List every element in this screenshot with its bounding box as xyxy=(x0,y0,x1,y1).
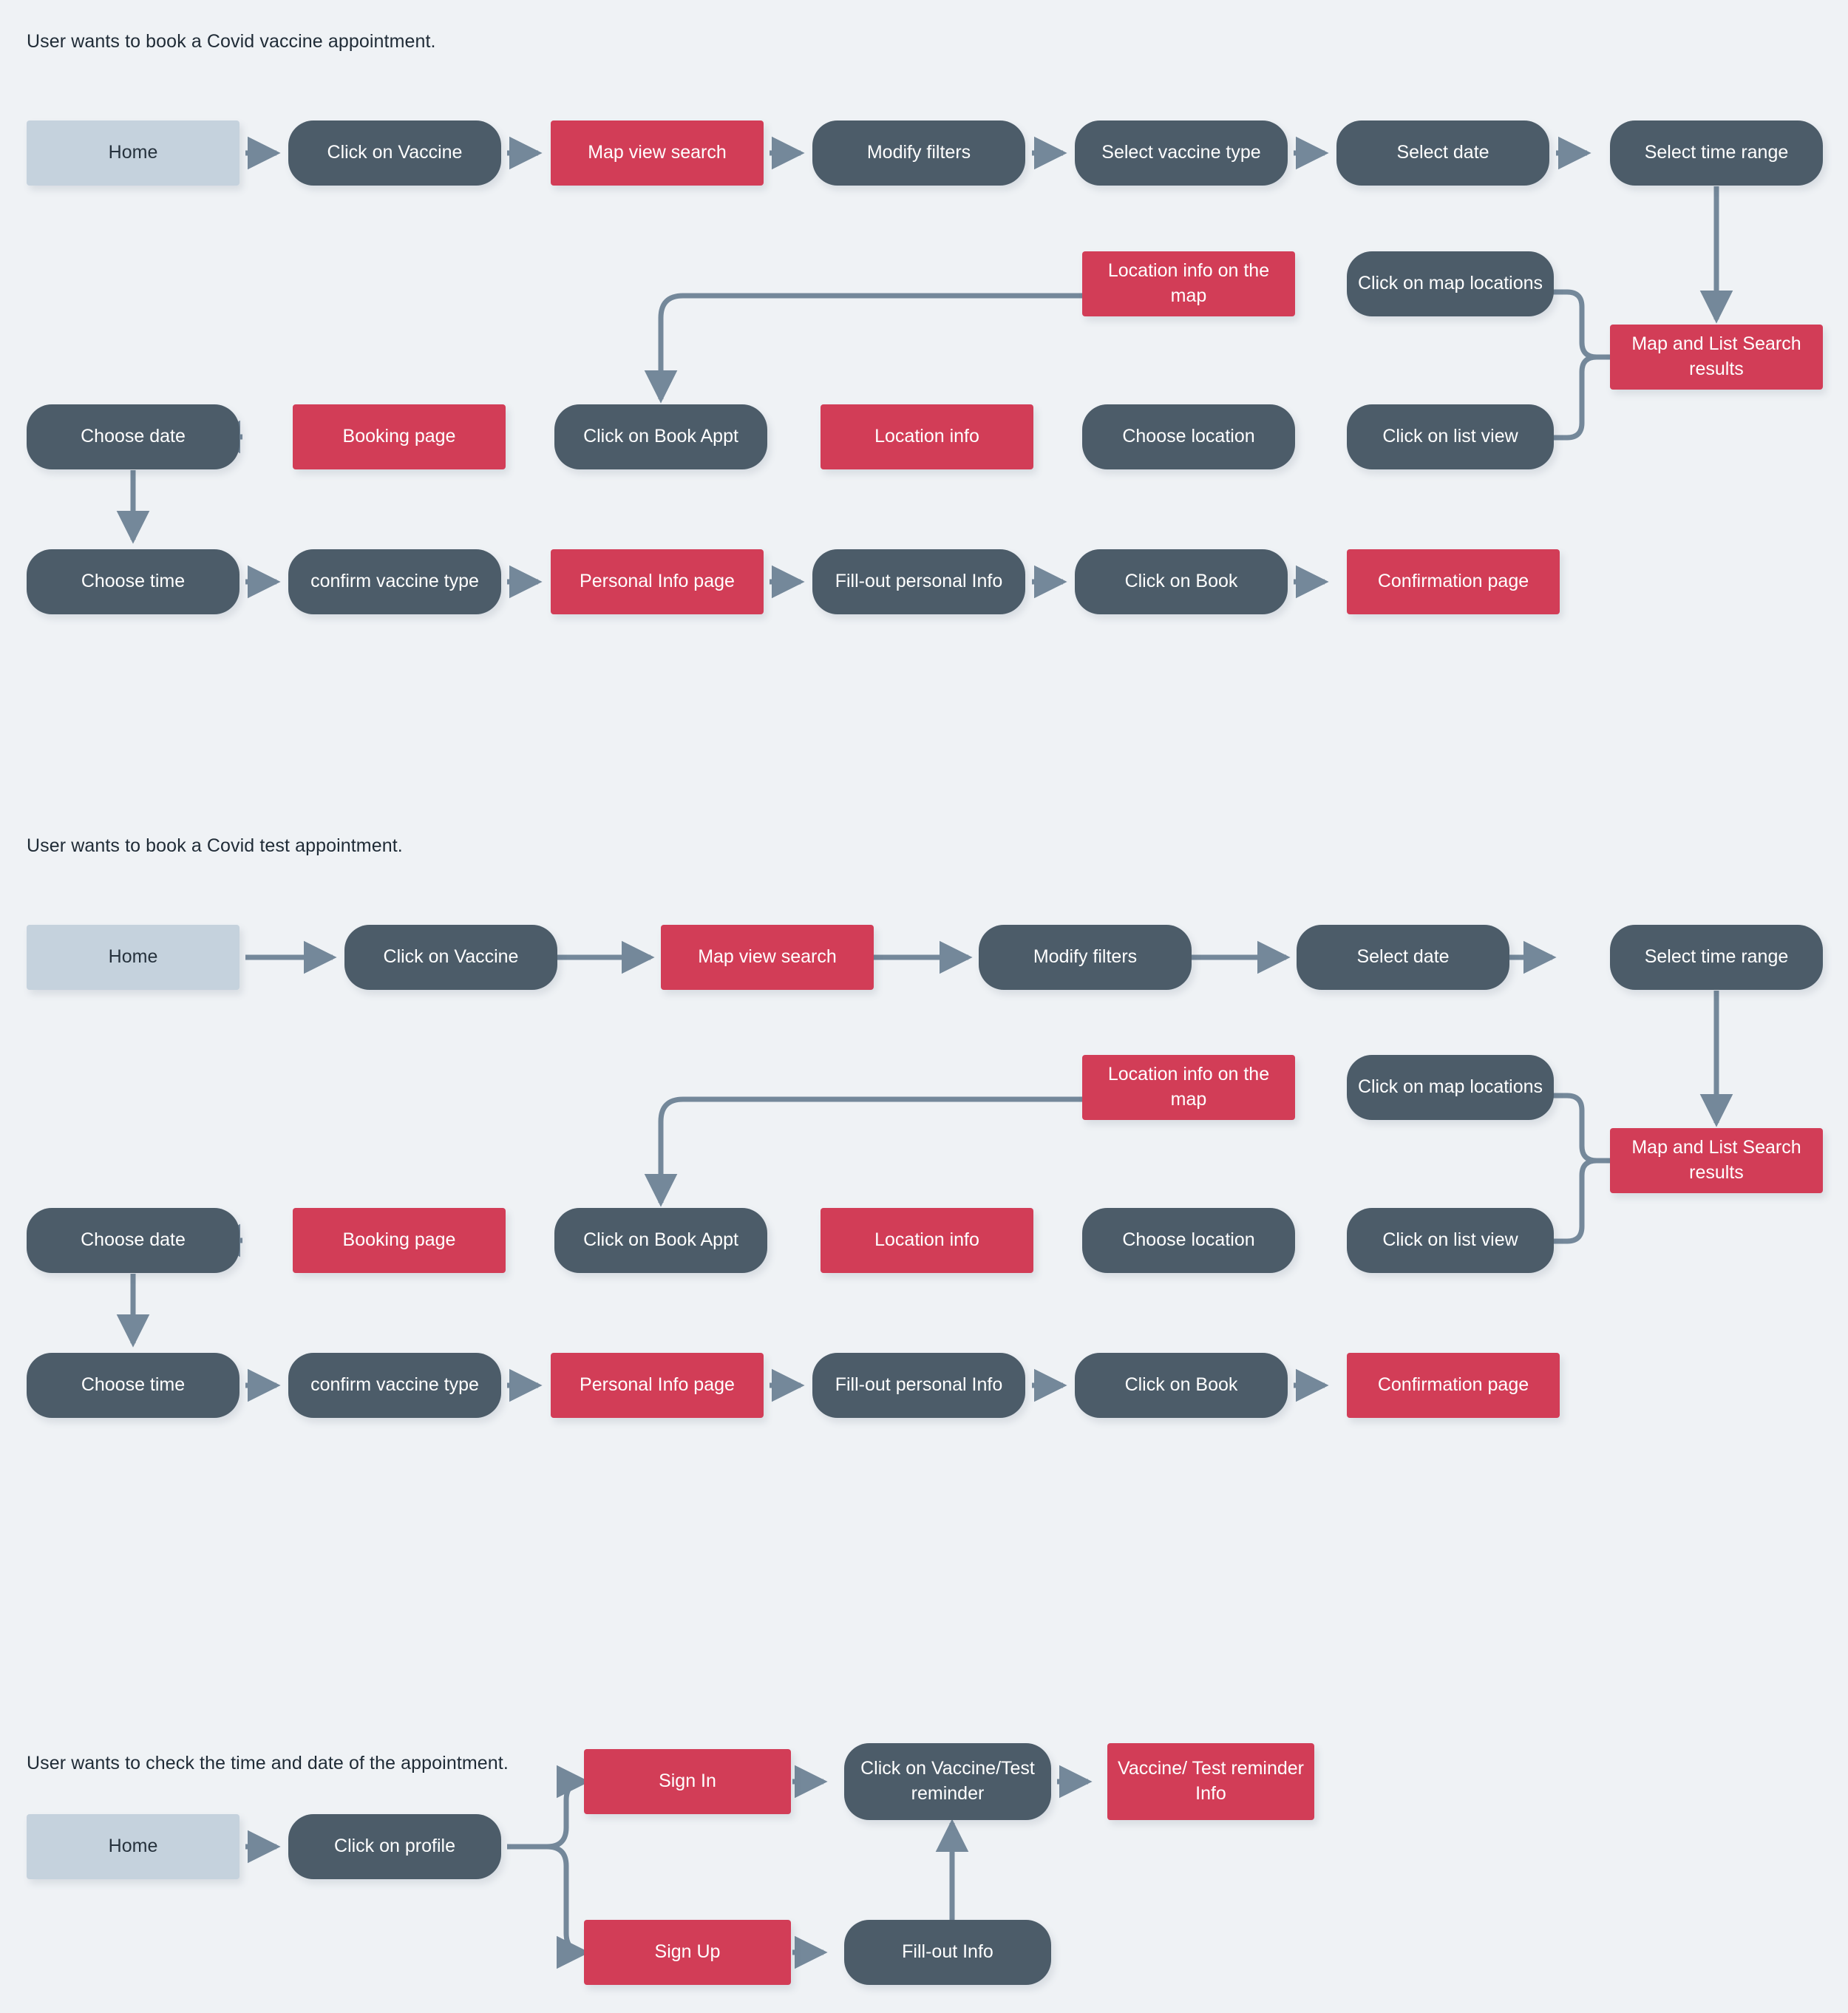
node-s1-fill-out-personal-info[interactable]: Fill-out personal Info xyxy=(812,549,1025,614)
node-s3-sign-in[interactable]: Sign In xyxy=(584,1749,791,1814)
node-s2-personal-info-page[interactable]: Personal Info page xyxy=(551,1353,764,1418)
node-s1-confirmation-page[interactable]: Confirmation page xyxy=(1347,549,1560,614)
node-s2-home[interactable]: Home xyxy=(27,925,240,990)
node-s2-choose-location[interactable]: Choose location xyxy=(1082,1208,1295,1273)
node-s1-click-on-book[interactable]: Click on Book xyxy=(1075,549,1288,614)
node-s1-location-info-on-map[interactable]: Location info on the map xyxy=(1082,251,1295,316)
node-s1-click-list-view[interactable]: Click on list view xyxy=(1347,404,1554,469)
node-s1-location-info[interactable]: Location info xyxy=(821,404,1033,469)
node-s2-click-vaccine[interactable]: Click on Vaccine xyxy=(344,925,557,990)
node-s1-click-book-appt[interactable]: Click on Book Appt xyxy=(554,404,767,469)
node-s2-modify-filters[interactable]: Modify filters xyxy=(979,925,1192,990)
node-s2-location-info-on-map[interactable]: Location info on the map xyxy=(1082,1055,1295,1120)
node-s1-modify-filters[interactable]: Modify filters xyxy=(812,120,1025,186)
node-s1-booking-page[interactable]: Booking page xyxy=(293,404,506,469)
node-s2-click-book-appt[interactable]: Click on Book Appt xyxy=(554,1208,767,1273)
node-s2-choose-date[interactable]: Choose date xyxy=(27,1208,240,1273)
node-s2-click-list-view[interactable]: Click on list view xyxy=(1347,1208,1554,1273)
node-s2-confirm-vaccine-type[interactable]: confirm vaccine type xyxy=(288,1353,501,1418)
node-s1-choose-time[interactable]: Choose time xyxy=(27,549,240,614)
node-s2-location-info[interactable]: Location info xyxy=(821,1208,1033,1273)
node-s2-booking-page[interactable]: Booking page xyxy=(293,1208,506,1273)
node-s1-select-vaccine-type[interactable]: Select vaccine type xyxy=(1075,120,1288,186)
section-title-vaccine: User wants to book a Covid vaccine appoi… xyxy=(27,31,436,52)
node-s1-choose-location[interactable]: Choose location xyxy=(1082,404,1295,469)
node-s1-choose-date[interactable]: Choose date xyxy=(27,404,240,469)
node-s1-click-vaccine[interactable]: Click on Vaccine xyxy=(288,120,501,186)
node-s3-home[interactable]: Home xyxy=(27,1814,240,1879)
node-s1-personal-info-page[interactable]: Personal Info page xyxy=(551,549,764,614)
node-s1-select-time-range[interactable]: Select time range xyxy=(1610,120,1823,186)
node-s1-home[interactable]: Home xyxy=(27,120,240,186)
node-s1-select-date[interactable]: Select date xyxy=(1336,120,1549,186)
node-s3-fill-out-info[interactable]: Fill-out Info xyxy=(844,1920,1051,1985)
node-s2-choose-time[interactable]: Choose time xyxy=(27,1353,240,1418)
node-s1-confirm-vaccine-type[interactable]: confirm vaccine type xyxy=(288,549,501,614)
section-title-test: User wants to book a Covid test appointm… xyxy=(27,835,403,856)
section-title-check: User wants to check the time and date of… xyxy=(27,1753,509,1773)
node-s2-click-on-book[interactable]: Click on Book xyxy=(1075,1353,1288,1418)
node-s1-map-list-results[interactable]: Map and List Search results xyxy=(1610,325,1823,390)
node-s2-select-time-range[interactable]: Select time range xyxy=(1610,925,1823,990)
node-s2-map-view-search[interactable]: Map view search xyxy=(661,925,874,990)
node-s2-click-map-locations[interactable]: Click on map locations xyxy=(1347,1055,1554,1120)
node-s1-map-view-search[interactable]: Map view search xyxy=(551,120,764,186)
node-s3-reminder-info[interactable]: Vaccine/ Test reminder Info xyxy=(1107,1743,1314,1820)
node-s3-sign-up[interactable]: Sign Up xyxy=(584,1920,791,1985)
node-s1-click-map-locations[interactable]: Click on map locations xyxy=(1347,251,1554,316)
node-s2-confirmation-page[interactable]: Confirmation page xyxy=(1347,1353,1560,1418)
node-s2-map-list-results[interactable]: Map and List Search results xyxy=(1610,1128,1823,1193)
node-s3-click-reminder[interactable]: Click on Vaccine/Test reminder xyxy=(844,1743,1051,1820)
node-s3-click-profile[interactable]: Click on profile xyxy=(288,1814,501,1879)
node-s2-fill-out-personal-info[interactable]: Fill-out personal Info xyxy=(812,1353,1025,1418)
node-s2-select-date[interactable]: Select date xyxy=(1297,925,1509,990)
